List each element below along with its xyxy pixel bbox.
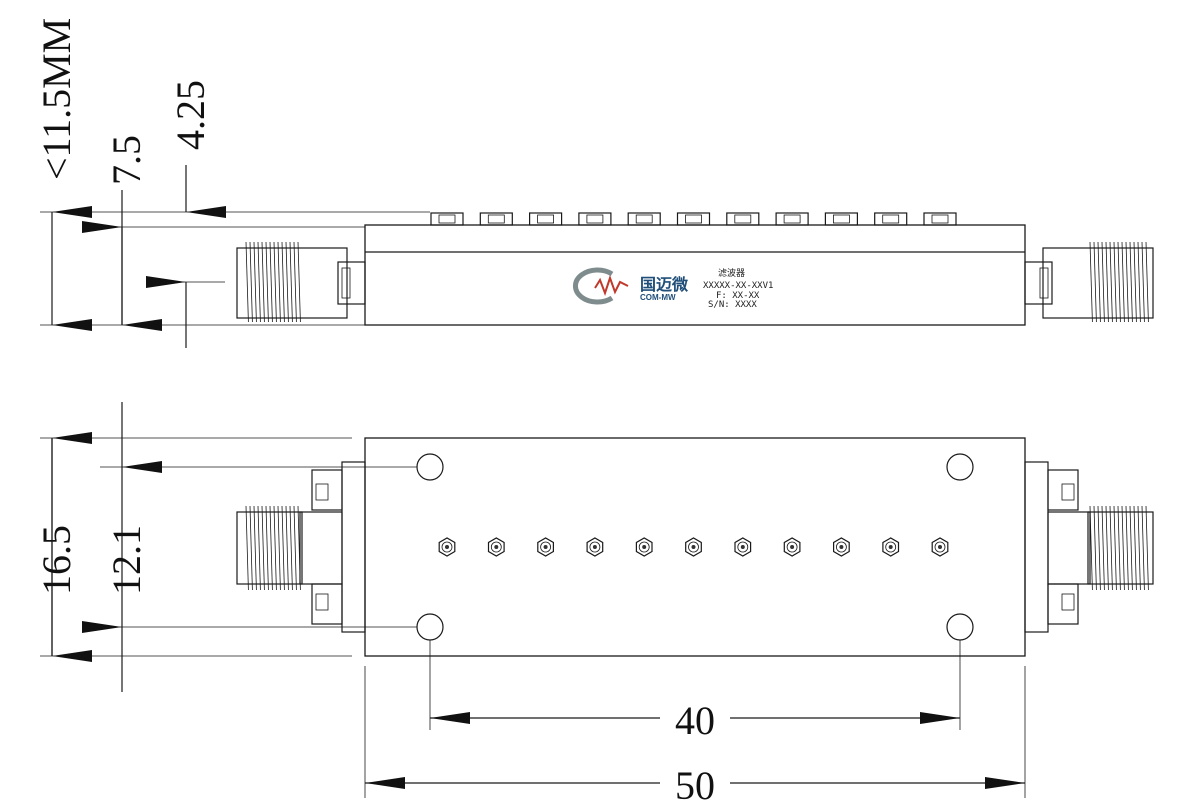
label-freq: F: XX-XX bbox=[716, 291, 760, 301]
dim-max-height: <11.5MM bbox=[34, 18, 79, 180]
tuning-screw-side bbox=[726, 212, 760, 226]
left-sma-connector-side bbox=[236, 241, 366, 323]
tuning-screw-top bbox=[635, 537, 653, 557]
label-model: XXXXX-XX-XXV1 bbox=[703, 281, 773, 291]
tuning-screw-top bbox=[832, 537, 850, 557]
label-product: 滤波器 bbox=[718, 267, 745, 279]
tuning-screw-top bbox=[586, 537, 604, 557]
side-body bbox=[364, 224, 1026, 326]
tuning-screw-side bbox=[676, 212, 711, 226]
dim-hole-spacing-h: 40 bbox=[675, 698, 715, 743]
tuning-screw-top bbox=[734, 537, 752, 557]
tuning-screw-side bbox=[627, 212, 661, 226]
mount-hole bbox=[946, 453, 974, 481]
label-serial: S/N: XXXX bbox=[708, 300, 757, 310]
tuning-screw-side bbox=[528, 212, 563, 226]
dim-center-height: 4.25 bbox=[168, 80, 213, 150]
top-view: 16.5 12.1 40 50 bbox=[34, 402, 1154, 808]
dim-conn-height: 7.5 bbox=[104, 135, 149, 185]
tuning-screw-side bbox=[923, 212, 957, 226]
brand-name: 国迈微 bbox=[640, 275, 689, 294]
tuning-screw-top bbox=[438, 537, 456, 557]
right-sma-connector-side bbox=[1024, 241, 1154, 323]
top-tuning-screws bbox=[438, 537, 949, 557]
dim-hole-spacing-v: 12.1 bbox=[104, 525, 149, 595]
tuning-screw-side bbox=[874, 212, 908, 226]
side-tuning-screws bbox=[430, 212, 957, 226]
tuning-screw-side bbox=[775, 212, 809, 226]
tuning-screw-top bbox=[882, 537, 900, 557]
tuning-screw-top bbox=[783, 537, 801, 557]
dim-length: 50 bbox=[675, 763, 715, 808]
tuning-screw-side bbox=[430, 212, 464, 226]
brand-logo: 国迈微 COM-MW bbox=[572, 267, 689, 305]
tuning-screw-top bbox=[537, 537, 555, 557]
right-sma-connector-top bbox=[1024, 461, 1154, 633]
brand-sub: COM-MW bbox=[640, 293, 676, 302]
dim-width: 16.5 bbox=[34, 525, 79, 595]
tuning-screw-side bbox=[578, 212, 612, 226]
tuning-screw-top bbox=[931, 537, 949, 557]
tuning-screw-side bbox=[824, 212, 859, 226]
tuning-screw-top bbox=[685, 537, 702, 557]
tuning-screw-top bbox=[487, 537, 505, 557]
left-sma-connector-top bbox=[236, 461, 366, 633]
tuning-screw-side bbox=[479, 212, 513, 226]
side-view: 国迈微 COM-MW 滤波器 XXXXX-XX-XXV1 F: XX-XX S/… bbox=[34, 18, 1154, 348]
